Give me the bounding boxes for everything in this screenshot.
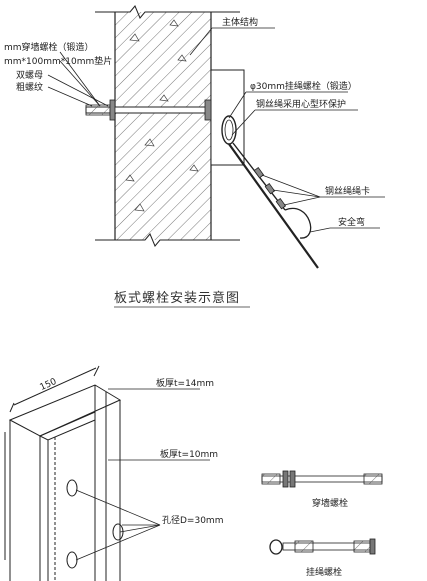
label-main-structure: 主体结构 [222, 16, 258, 28]
label-thimble: 钢丝绳采用心型环保护 [256, 98, 346, 110]
concrete-wall [95, 5, 240, 247]
leader-lines [47, 27, 385, 233]
label-plate-14: 板厚t=14mm [156, 377, 214, 389]
label-coarse-thread: 粗螺纹 [16, 81, 43, 93]
angle-bracket [4, 365, 124, 581]
dimension-150: 150 [38, 377, 58, 393]
label-double-nut: 双螺母 [16, 70, 43, 81]
through-wall-bolt-part [261, 470, 383, 488]
label-safety-bend: 安全弯 [338, 216, 365, 228]
label-hole-diameter: 孔径D=30mm [162, 514, 223, 526]
hanging-bolt-part [269, 538, 376, 555]
top-figure-caption: 板式螺栓安装示意图 [114, 290, 240, 306]
top-figure: 主体结构 mm穿墙螺栓（锻造） mm*100mm*10mm垫片 双螺母 粗螺纹 … [4, 5, 385, 308]
part-through-wall-bolt: 穿墙螺栓 [312, 497, 348, 509]
label-through-wall-bolt: mm穿墙螺栓（锻造） [4, 41, 94, 53]
bottom-leaders [75, 388, 210, 561]
label-hanging-bolt: φ30mm挂绳螺栓（锻造） [250, 80, 357, 92]
label-washer: mm*100mm*10mm垫片 [4, 55, 112, 67]
label-rope-clip: 钢丝绳绳卡 [325, 185, 370, 197]
part-hanging-bolt: 挂绳螺栓 [306, 566, 342, 578]
wire-rope [228, 142, 319, 269]
label-plate-10: 板厚t=10mm [160, 448, 218, 460]
bottom-figure: 150 板厚t=14mm 板厚t=10mm 孔径D=30mm 穿墙螺栓 [4, 365, 383, 581]
